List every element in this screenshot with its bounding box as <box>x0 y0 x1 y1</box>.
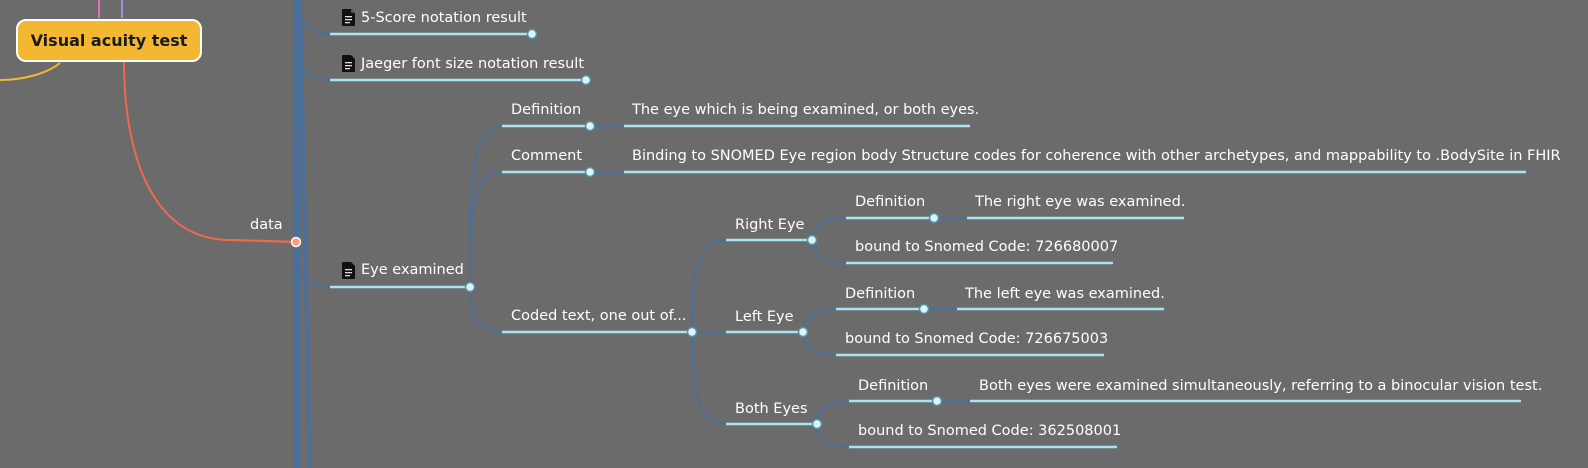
document-icon <box>342 55 355 72</box>
node-both-definition-text[interactable]: Both eyes were examined simultaneously, … <box>979 378 1543 394</box>
root-label: Visual acuity test <box>30 31 188 50</box>
document-icon <box>342 9 355 26</box>
node-right-code[interactable]: bound to Snomed Code: 726680007 <box>855 239 1119 255</box>
node-coded-text[interactable]: Coded text, one out of... <box>511 308 687 324</box>
node-both-eyes[interactable]: Both Eyes <box>735 401 808 417</box>
node-right-eye[interactable]: Right Eye <box>735 217 805 233</box>
node-right-definition[interactable]: Definition <box>855 194 926 210</box>
node-left-code[interactable]: bound to Snomed Code: 726675003 <box>845 331 1109 347</box>
node-jaeger[interactable]: Jaeger font size notation result <box>361 56 585 72</box>
node-right-definition-text[interactable]: The right eye was examined. <box>975 194 1186 210</box>
node-comment-text[interactable]: Binding to SNOMED Eye region body Struct… <box>632 148 1561 164</box>
node-left-definition[interactable]: Definition <box>845 286 916 302</box>
node-eye-examined[interactable]: Eye examined <box>361 262 464 278</box>
node-definition[interactable]: Definition <box>511 102 582 118</box>
node-5-score[interactable]: 5-Score notation result <box>361 10 527 26</box>
node-left-eye[interactable]: Left Eye <box>735 309 794 325</box>
data-branch-label[interactable]: data <box>250 217 283 233</box>
root-node[interactable]: Visual acuity test <box>16 19 202 62</box>
node-left-definition-text[interactable]: The left eye was examined. <box>965 286 1165 302</box>
document-icon <box>342 262 355 279</box>
node-comment[interactable]: Comment <box>511 148 583 164</box>
node-both-definition[interactable]: Definition <box>858 378 929 394</box>
node-both-code[interactable]: bound to Snomed Code: 362508001 <box>858 423 1122 439</box>
node-definition-text[interactable]: The eye which is being examined, or both… <box>632 102 980 118</box>
